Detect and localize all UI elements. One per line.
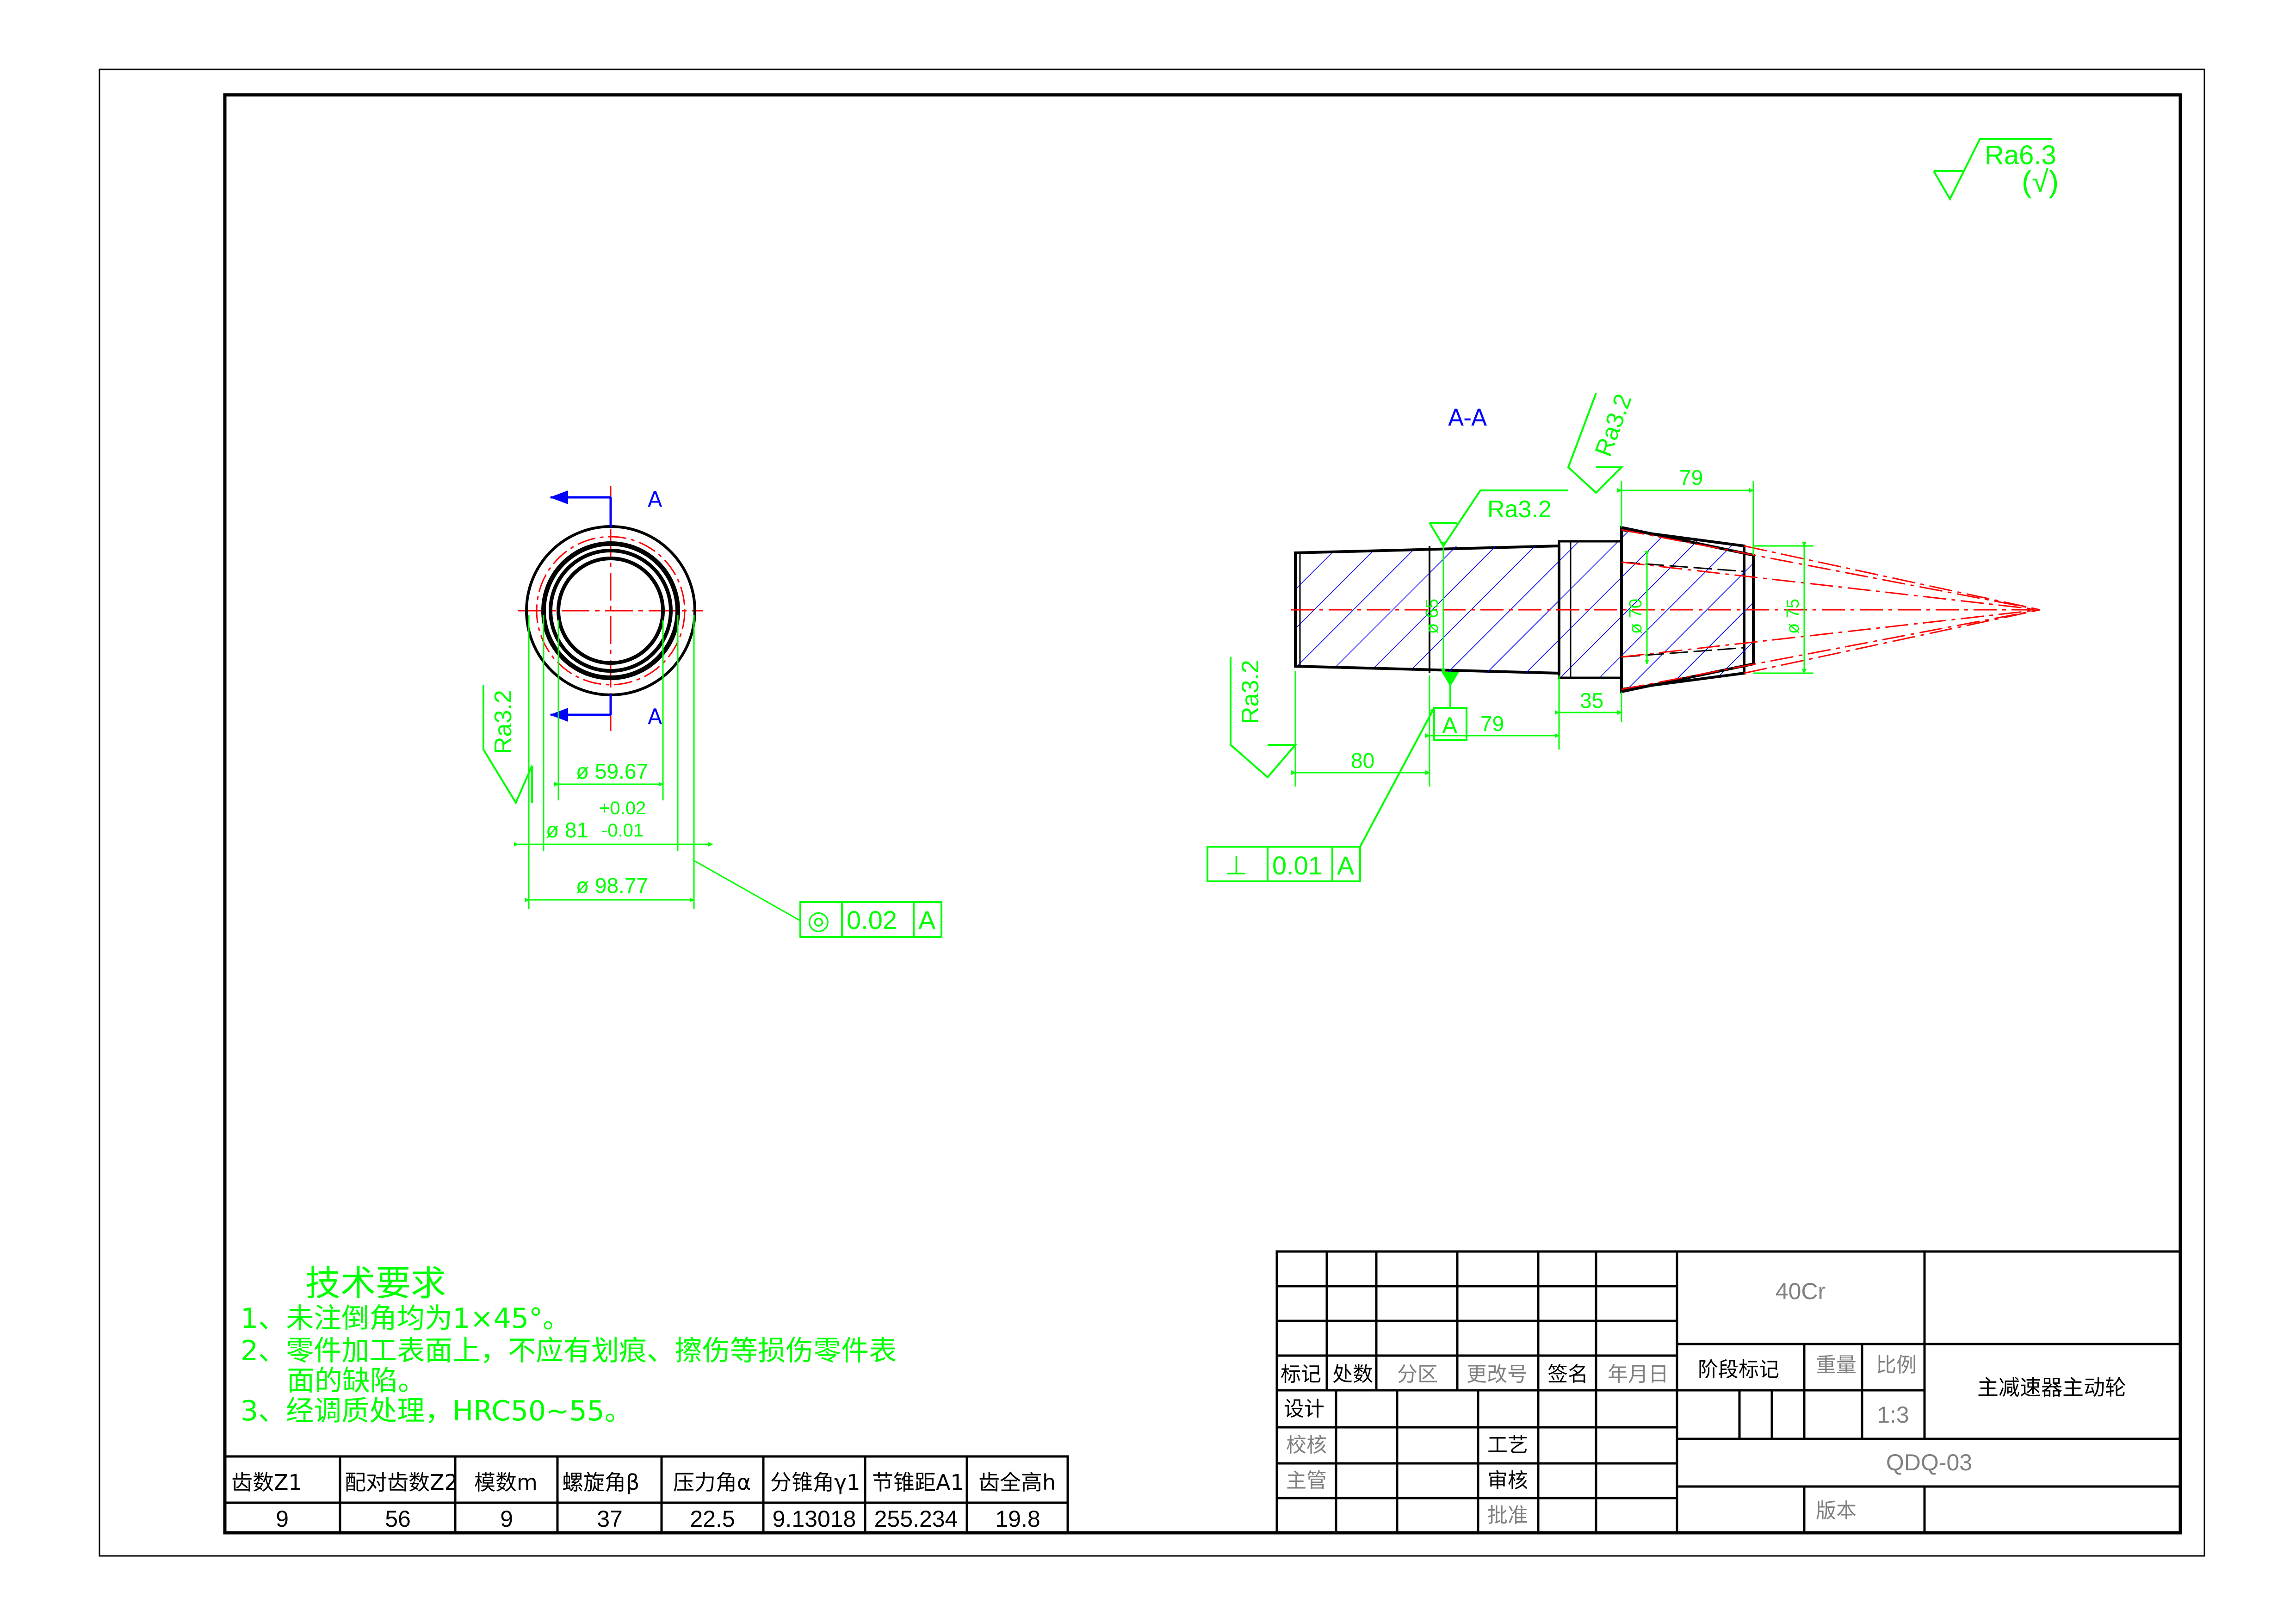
gear-header: 螺旋角β	[562, 1470, 639, 1495]
gear-header: 齿全高h	[978, 1470, 1056, 1495]
dim-d81: ø 81	[546, 818, 588, 842]
left-dimensions	[514, 615, 801, 922]
dim-len-80: 80	[1351, 749, 1374, 773]
roughness-left-value: Ra3.2	[490, 690, 517, 754]
roughness-shaft	[1230, 657, 1298, 779]
gear-header: 齿数Z1	[231, 1470, 302, 1495]
pitch-circle	[536, 536, 686, 686]
gear-header: 分锥角γ1	[770, 1470, 860, 1495]
gear-value: 56	[385, 1506, 411, 1532]
outer-frame	[99, 68, 2205, 1557]
section-marker-top	[550, 490, 612, 527]
gear-table-values: 9 56 9 37 22.5 9.13018 255.234 19.8	[276, 1506, 1040, 1532]
part-name: 主减速器主动轮	[1977, 1375, 2126, 1400]
label-nianyueri: 年月日	[1608, 1363, 1669, 1386]
dim-tol-upper: +0.02	[599, 798, 646, 818]
label-biaoji: 标记	[1281, 1363, 1321, 1386]
concentricity-frame	[799, 901, 942, 938]
gear-dash-bot	[1621, 647, 1745, 658]
perpendicularity-symbol: ⊥	[1225, 851, 1248, 881]
tech-line-2: 2、零件加工表面上，不应有划痕、擦伤等损伤零件表	[241, 1335, 897, 1367]
drawing-number: QDQ-03	[1886, 1450, 1972, 1475]
tech-line-1: 1、未注倒角均为1×45°。	[241, 1302, 570, 1335]
roughness-gear	[1567, 393, 1624, 494]
gear-header: 模数m	[474, 1470, 538, 1495]
section-view-label: A-A	[1448, 404, 1487, 431]
gear-header: 配对齿数Z2	[345, 1470, 458, 1495]
gear-value: 9.13018	[773, 1506, 856, 1532]
dim-dia-65: ø 65	[1423, 599, 1442, 634]
label-zhongliang: 重量	[1816, 1353, 1857, 1377]
dim-len-35: 35	[1580, 688, 1603, 712]
thread-circle	[541, 541, 680, 680]
roughness-gear-value: Ra3.2	[1590, 390, 1637, 460]
gear-dash-top	[1621, 561, 1745, 572]
tech-line-4: 3、经调质处理，HRC50~55。	[241, 1395, 632, 1427]
inner-frame	[223, 93, 2182, 1535]
perpendicularity-frame	[1207, 707, 1435, 882]
roughness-shaft-value: Ra3.2	[1237, 660, 1264, 724]
section-letter-bottom: A	[648, 704, 662, 729]
roughness-left	[483, 685, 533, 805]
dim-d98: ø 98.77	[576, 873, 648, 898]
datum-a	[1433, 672, 1467, 741]
label-bili: 比例	[1876, 1353, 1917, 1377]
gear-table-headers: 齿数Z1 配对齿数Z2 模数m 螺旋角β 压力角α 分锥角γ1 节锥距A1 齿全…	[231, 1470, 1056, 1495]
section-letter-top: A	[648, 487, 662, 512]
general-roughness-value: Ra6.3	[1985, 140, 2056, 170]
gear-value: 22.5	[690, 1506, 735, 1532]
roughness-shoulder-value: Ra3.2	[1487, 496, 1552, 523]
dim-tol-lower: -0.01	[601, 820, 644, 841]
bore-circle-b	[557, 557, 665, 665]
label-zhuguan: 主管	[1286, 1469, 1327, 1493]
label-gongyi: 工艺	[1487, 1433, 1528, 1457]
label-pizhun: 批准	[1487, 1504, 1528, 1527]
dim-dia-70: ø 70	[1626, 599, 1646, 634]
label-jieduanbiaoji: 阶段标记	[1698, 1358, 1779, 1381]
label-sheji: 设计	[1284, 1397, 1324, 1421]
tech-requirements: 技术要求 1、未注倒角均为1×45°。 2、零件加工表面上，不应有划痕、擦伤等损…	[241, 1263, 897, 1427]
label-jiaohe: 校核	[1286, 1433, 1327, 1457]
perpendicularity-value: 0.01	[1272, 851, 1323, 880]
gear-value: 37	[597, 1506, 623, 1532]
right-dimensions	[1291, 481, 1813, 787]
gear-value: 9	[276, 1506, 289, 1532]
title-block: 40Cr 主减速器主动轮 QDQ-03 1:3 标记 处数 分区 更改号 签名 …	[1275, 1250, 2182, 1534]
label-fenqu: 分区	[1397, 1363, 1438, 1386]
bore-circle-a	[549, 549, 673, 673]
label-shenhe: 审核	[1487, 1469, 1528, 1493]
label-gengaihao: 更改号	[1467, 1363, 1528, 1386]
label-banben: 版本	[1816, 1499, 1857, 1523]
dim-len-79-top: 79	[1679, 465, 1703, 489]
general-roughness-symbol: Ra6.3 (√)	[1933, 138, 2059, 201]
dim-dia-75: ø 75	[1783, 599, 1803, 634]
dim-len-79-mid: 79	[1480, 712, 1504, 736]
label-qianming: 签名	[1547, 1363, 1588, 1386]
section-marker-bottom	[550, 694, 612, 722]
gear-header: 节锥距A1	[872, 1470, 964, 1495]
gear-table: 齿数Z1 配对齿数Z2 模数m 螺旋角β 压力角α 分锥角γ1 节锥距A1 齿全…	[223, 1455, 1069, 1534]
material: 40Cr	[1776, 1278, 1826, 1304]
gear-value: 9	[500, 1506, 513, 1532]
concentricity-value: 0.02	[847, 905, 897, 935]
perpendicularity-datum: A	[1337, 851, 1355, 880]
cone-construction-lines	[1291, 529, 2041, 690]
gear-header: 压力角α	[673, 1470, 751, 1495]
datum-a-label: A	[1442, 712, 1458, 738]
roughness-shoulder	[1429, 489, 1568, 548]
concentricity-datum: A	[918, 905, 936, 935]
gear-value: 255.234	[874, 1506, 958, 1532]
label-chushu: 处数	[1332, 1363, 1373, 1386]
tech-title: 技术要求	[305, 1263, 446, 1304]
dim-d59: ø 59.67	[576, 759, 648, 783]
scale-value: 1:3	[1877, 1402, 1909, 1428]
tech-line-3: 面的缺陷。	[287, 1365, 426, 1397]
left-view: A A ø 59.67 ø 81 +0.02 -0.01 ø 98.77 Ra	[483, 486, 942, 938]
general-roughness-mark: (√)	[2022, 164, 2059, 198]
concentricity-symbol: ◎	[807, 905, 830, 935]
right-view: A-A	[1207, 390, 2041, 882]
gear-value: 19.8	[995, 1506, 1040, 1532]
